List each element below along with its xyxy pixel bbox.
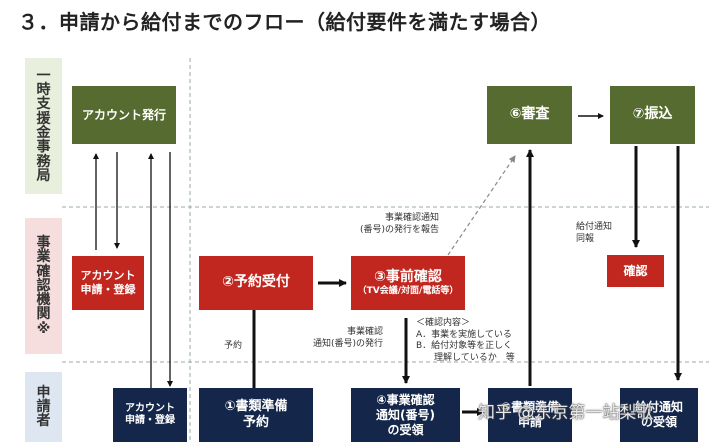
lane-applicant-label: 申請者 bbox=[36, 384, 51, 430]
pre-confirmation-sub: （TV会議/対面/電話等） bbox=[357, 286, 459, 297]
grant-notice-note: 給付通知 同報 bbox=[576, 222, 613, 244]
reservation-accept-box: ②予約受付 bbox=[199, 256, 313, 310]
pre-confirmation-box: ③事前確認 （TV会議/対面/電話等） bbox=[351, 256, 465, 310]
account-register-applicant-box: アカウント 申請・登録 bbox=[113, 388, 187, 442]
review-box: ⑥審査 bbox=[487, 86, 572, 144]
grant-notice-receive-box: 給付通知 の受領 bbox=[620, 388, 698, 442]
page-title: ３．申請から給付までのフロー（給付要件を満たす場合） bbox=[18, 10, 551, 34]
lane-secretariat-label: 一時支援金事務局 bbox=[36, 67, 51, 184]
doc-prep-reserve-box: ①書類準備 予約 bbox=[199, 388, 313, 442]
issue-notice-note: 事業確認 通知(番号)の発行 bbox=[313, 327, 384, 349]
confirm-contents-note: ＜確認内容＞ A．事業を実施している B．給付対象等を正しく 理解しているか 等 bbox=[416, 318, 515, 364]
reserve-note: 予約 bbox=[224, 341, 243, 351]
lane-confirmation-agency-label: 事業確認機関※ bbox=[36, 235, 51, 337]
watermark: 知乎 @东京第一站梨歌 bbox=[478, 403, 654, 423]
arrow-report-dashed bbox=[447, 155, 516, 256]
transfer-box: ⑦振込 bbox=[610, 86, 695, 144]
receive-notice-box: ④事業確認 通知(番号) の受領 bbox=[351, 388, 460, 442]
lane-applicant: 申請者 bbox=[25, 372, 62, 442]
account-register-agency-box: アカウント 申請・登録 bbox=[72, 256, 144, 310]
account-issue-box: アカウント発行 bbox=[72, 86, 176, 144]
confirm-box: 確認 bbox=[607, 255, 664, 287]
pre-confirmation-label: ③事前確認 bbox=[374, 268, 442, 285]
lane-confirmation-agency: 事業確認機関※ bbox=[25, 218, 62, 354]
report-issue-note: 事業確認通知 (番号)の発行を報告 bbox=[360, 213, 440, 235]
apply-submit-box: ⑤書類準備 申請 bbox=[488, 388, 572, 442]
lane-secretariat: 一時支援金事務局 bbox=[25, 58, 62, 194]
